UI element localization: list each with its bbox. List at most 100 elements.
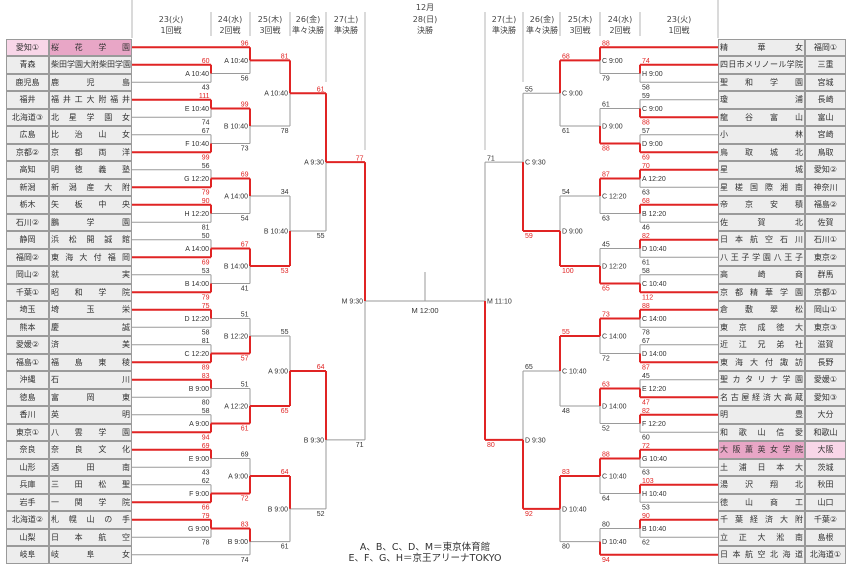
loser-score: 63 — [602, 216, 610, 223]
loser-score: 60 — [642, 434, 650, 441]
match-venue-time: A 9:00 — [268, 369, 288, 376]
winner-score: 90 — [202, 198, 210, 205]
team-prefecture: 愛媛① — [805, 371, 846, 389]
loser-score: 78 — [642, 329, 650, 336]
match-venue-time: C 9:30 — [525, 160, 546, 167]
match-venue-time: B 9:00 — [228, 539, 248, 546]
match-venue-time: D 12:20 — [602, 264, 627, 271]
team-school-name: 富岡東 — [49, 388, 132, 406]
loser-score: 58 — [202, 408, 210, 415]
match-venue-time: G 9:00 — [188, 526, 209, 533]
loser-score: 55 — [281, 329, 289, 336]
loser-score: 34 — [281, 189, 289, 196]
round-name: 2回戦 — [609, 26, 631, 35]
round-name: 3回戦 — [569, 26, 591, 35]
team-school-name: 札幌山の手 — [49, 511, 132, 529]
loser-score: 56 — [241, 76, 249, 83]
loser-score: 71 — [356, 442, 364, 449]
winner-score: 69 — [202, 443, 210, 450]
team-prefecture: 和歌山 — [805, 423, 846, 441]
loser-score: 64 — [602, 496, 610, 503]
round-name: 準々決勝 — [526, 26, 558, 35]
winner-score: 92 — [525, 511, 533, 518]
loser-score: 61 — [281, 544, 289, 551]
loser-score: 71 — [487, 155, 495, 162]
team-prefecture: 鹿児島 — [6, 73, 49, 91]
round-name: 1回戦 — [668, 26, 690, 35]
match-venue-time: B 9:00 — [189, 386, 209, 393]
winner-score: 87 — [602, 172, 610, 179]
team-prefecture: 北海道① — [805, 546, 846, 564]
match-venue-time: B 14:00 — [185, 281, 209, 288]
winner-score: 61 — [317, 86, 325, 93]
venue-legend: A、B、C、D、M＝東京体育館 E、F、G、H＝京王アリーナTOKYO — [300, 542, 550, 564]
team-school-name: 桜花学園 — [49, 38, 132, 56]
winner-score: 69 — [202, 259, 210, 266]
team-prefecture: 島根 — [805, 528, 846, 546]
winner-score: 69 — [642, 154, 650, 161]
loser-score: 80 — [602, 522, 610, 529]
team-prefecture: 大分 — [805, 406, 846, 424]
winner-score: 81 — [281, 54, 289, 61]
team-prefecture: 福島② — [805, 196, 846, 214]
team-school-name: 倉敷翠松 — [718, 301, 805, 319]
match-venue-time: C 9:00 — [602, 58, 623, 65]
team-prefecture: 北海道② — [6, 511, 49, 529]
team-school-name: 東海大付諏訪 — [718, 353, 805, 371]
round-name: 2回戦 — [219, 26, 241, 35]
loser-score: 63 — [642, 189, 650, 196]
team-school-name: 龍谷富山 — [718, 108, 805, 126]
winner-score: 79 — [202, 513, 210, 520]
loser-score: 65 — [525, 364, 533, 371]
loser-score: 62 — [642, 539, 650, 546]
team-school-name: 徳山商工 — [718, 493, 805, 511]
winner-score: 60 — [202, 58, 210, 65]
winner-score: 88 — [602, 40, 610, 47]
loser-score: 61 — [602, 102, 610, 109]
team-prefecture: 兵庫 — [6, 476, 49, 494]
team-school-name: 湯沢翔北 — [718, 476, 805, 494]
winner-score: 55 — [562, 329, 570, 336]
winner-score: 99 — [202, 154, 210, 161]
team-school-name: 鵬学園 — [49, 213, 132, 231]
match-venue-time: C 9:00 — [642, 106, 663, 113]
team-prefecture: 福岡② — [6, 248, 49, 266]
round-date: 24(水) — [607, 15, 633, 24]
round-name: 準決勝 — [334, 26, 358, 35]
winner-score: 61 — [241, 426, 249, 433]
loser-score: 74 — [202, 119, 210, 126]
loser-score: 41 — [241, 286, 249, 293]
winner-score: 65 — [281, 408, 289, 415]
winner-score: 111 — [199, 93, 210, 100]
round-date: 25(木) — [257, 15, 283, 24]
team-prefecture: 長野 — [805, 353, 846, 371]
winner-score: 59 — [525, 233, 533, 240]
loser-score: 43 — [202, 469, 210, 476]
match-venue-time: E 12:20 — [642, 386, 666, 393]
team-school-name: 精華女 — [718, 38, 805, 56]
match-venue-time: A 14:00 — [224, 194, 248, 201]
team-prefecture: 岡山② — [6, 266, 49, 284]
team-school-name: 福井工大附福井 — [49, 91, 132, 109]
loser-score: 79 — [602, 76, 610, 83]
team-prefecture: 沖縄 — [6, 371, 49, 389]
loser-score: 52 — [317, 511, 325, 518]
team-prefecture: 愛知③ — [805, 388, 846, 406]
winner-score: 83 — [241, 522, 249, 529]
match-venue-time: H 9:00 — [642, 71, 663, 78]
winner-score: 82 — [642, 408, 650, 415]
winner-score: 88 — [642, 303, 650, 310]
round-date: 25(木) — [567, 15, 593, 24]
winner-score: 72 — [642, 443, 650, 450]
winner-score: 83 — [202, 373, 210, 380]
match-venue-time: B 14:00 — [224, 264, 248, 271]
loser-score: 45 — [642, 373, 650, 380]
final-round-name: 決勝 — [417, 26, 433, 35]
team-prefecture: 山形 — [6, 458, 49, 476]
winner-score: 77 — [356, 155, 364, 162]
loser-score: 52 — [602, 426, 610, 433]
team-school-name: 矢板中央 — [49, 196, 132, 214]
winner-score: 63 — [602, 382, 610, 389]
team-school-name: 英明 — [49, 406, 132, 424]
winner-score: 79 — [202, 189, 210, 196]
